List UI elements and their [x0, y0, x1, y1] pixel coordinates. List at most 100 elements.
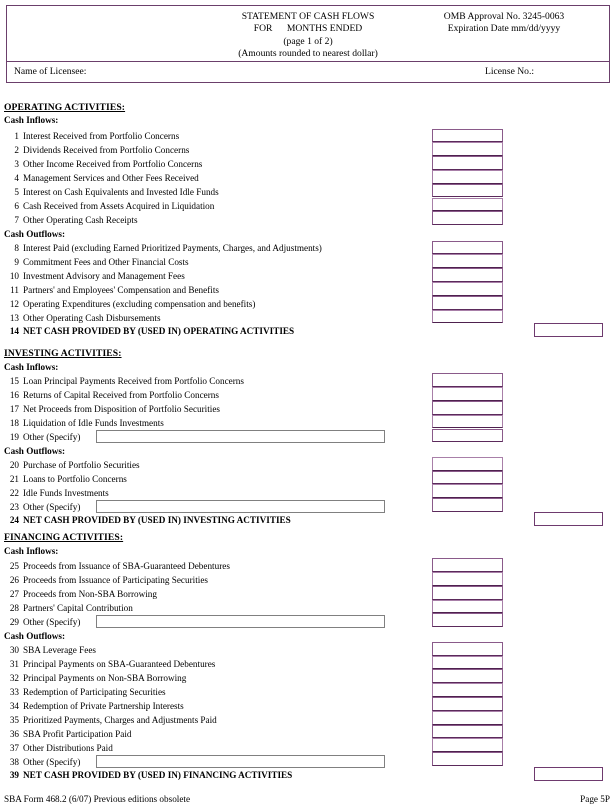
line-label-7: Other Operating Cash Receipts — [23, 215, 138, 225]
line-label-26: Proceeds from Issuance of Participating … — [23, 575, 208, 585]
line-number-4: 4 — [14, 173, 19, 183]
amount-input-36[interactable] — [432, 724, 503, 739]
amount-input-31[interactable] — [432, 655, 503, 670]
total-amount-input-24[interactable] — [534, 511, 603, 526]
line-label-18: Liquidation of Idle Funds Investments — [23, 418, 164, 428]
name-of-licensee-label[interactable]: Name of Licensee: — [14, 66, 87, 77]
total-amount-input-39[interactable] — [534, 766, 603, 781]
total-amount-input-14[interactable] — [534, 323, 603, 337]
line-number-32: 32 — [9, 673, 19, 683]
amount-input-32[interactable] — [432, 669, 503, 684]
line-number-17: 17 — [9, 404, 19, 414]
amount-input-9[interactable] — [432, 254, 503, 269]
rounding-note: (Amounts rounded to nearest dollar) — [238, 48, 378, 59]
amount-input-15[interactable] — [432, 373, 503, 388]
amount-input-4[interactable] — [432, 169, 503, 184]
amount-input-23[interactable] — [432, 498, 503, 512]
amount-input-19[interactable] — [432, 428, 503, 443]
line-label-39: NET CASH PROVIDED BY (USED IN) FINANCING… — [23, 770, 293, 780]
line-label-31: Principal Payments on SBA-Guaranteed Deb… — [23, 659, 216, 669]
line-label-14: NET CASH PROVIDED BY (USED IN) OPERATING… — [23, 326, 295, 336]
amount-input-38[interactable] — [432, 752, 503, 766]
amount-input-20[interactable] — [432, 456, 503, 471]
line-number-7: 7 — [14, 215, 19, 225]
form-period-line: FOR MONTHS ENDED — [7, 23, 609, 36]
line-number-18: 18 — [9, 418, 19, 428]
line-number-21: 21 — [9, 474, 19, 484]
amount-input-7[interactable] — [432, 211, 503, 226]
line-number-11: 11 — [10, 285, 19, 295]
amount-input-12[interactable] — [432, 295, 503, 310]
amount-input-11[interactable] — [432, 282, 503, 296]
specify-input-29[interactable] — [96, 614, 385, 628]
line-label-37: Other Distributions Paid — [23, 743, 113, 753]
line-label-13: Other Operating Cash Disbursements — [23, 313, 161, 323]
amount-input-16[interactable] — [432, 387, 503, 401]
financing-cash-outflows-label: Cash Outflows: — [4, 631, 66, 641]
amount-input-13[interactable] — [432, 309, 503, 324]
amount-input-29[interactable] — [432, 613, 503, 628]
line-number-37: 37 — [9, 743, 19, 753]
amount-input-6[interactable] — [432, 197, 503, 212]
amount-input-26[interactable] — [432, 572, 503, 586]
amount-input-17[interactable] — [432, 400, 503, 415]
line-label-33: Redemption of Participating Securities — [23, 687, 166, 697]
amount-input-25[interactable] — [432, 558, 503, 572]
investing-cash-outflows-label: Cash Outflows: — [4, 446, 66, 456]
amount-input-5[interactable] — [432, 183, 503, 198]
line-label-3: Other Income Received from Portfolio Con… — [23, 159, 203, 169]
operating-cash-outflows-label: Cash Outflows: — [4, 229, 66, 239]
amount-input-21[interactable] — [432, 470, 503, 485]
line-number-13: 13 — [9, 313, 19, 323]
specify-input-19[interactable] — [96, 429, 385, 443]
amount-input-34[interactable] — [432, 697, 503, 711]
amount-input-37[interactable] — [432, 738, 503, 753]
licensee-row: Name of Licensee: License No.: — [7, 62, 609, 82]
line-label-29: Other (Specify) — [23, 617, 81, 627]
amount-input-28[interactable] — [432, 599, 503, 614]
line-number-22: 22 — [9, 488, 19, 498]
line-number-34: 34 — [9, 701, 19, 711]
specify-input-23[interactable] — [96, 499, 385, 513]
line-label-28: Partners' Capital Contribution — [23, 603, 133, 613]
section-heading-investing: INVESTING ACTIVITIES: — [4, 348, 122, 359]
line-number-19: 19 — [9, 432, 19, 442]
line-label-10: Investment Advisory and Management Fees — [23, 271, 185, 281]
line-item-11: 11 Partners' and Employees' Compensation … — [4, 285, 219, 298]
amount-input-35[interactable] — [432, 710, 503, 725]
line-label-15: Loan Principal Payments Received from Po… — [23, 376, 244, 386]
line-number-6: 6 — [14, 201, 19, 211]
specify-input-38[interactable] — [96, 754, 385, 768]
amount-input-30[interactable] — [432, 641, 503, 656]
line-label-38: Other (Specify) — [23, 757, 81, 767]
amount-input-8[interactable] — [432, 240, 503, 255]
amount-input-18[interactable] — [432, 414, 503, 429]
amount-input-10[interactable] — [432, 268, 503, 282]
amount-input-22[interactable] — [432, 484, 503, 499]
line-number-23: 23 — [9, 502, 19, 512]
amount-input-27[interactable] — [432, 585, 503, 600]
line-label-5: Interest on Cash Equivalents and Investe… — [23, 187, 219, 197]
amount-input-3[interactable] — [432, 156, 503, 170]
amount-input-1[interactable] — [432, 128, 503, 143]
amount-input-2[interactable] — [432, 142, 503, 157]
license-no-label[interactable]: License No.: — [485, 66, 535, 77]
line-label-11: Partners' and Employees' Compensation an… — [23, 285, 219, 295]
line-label-32: Principal Payments on Non-SBA Borrowing — [23, 673, 187, 683]
line-label-34: Redemption of Private Partnership Intere… — [23, 701, 184, 711]
header-divider — [7, 61, 609, 62]
amount-input-33[interactable] — [432, 683, 503, 697]
footer-page-number: Page 5P — [580, 794, 610, 804]
line-number-28: 28 — [9, 603, 19, 613]
